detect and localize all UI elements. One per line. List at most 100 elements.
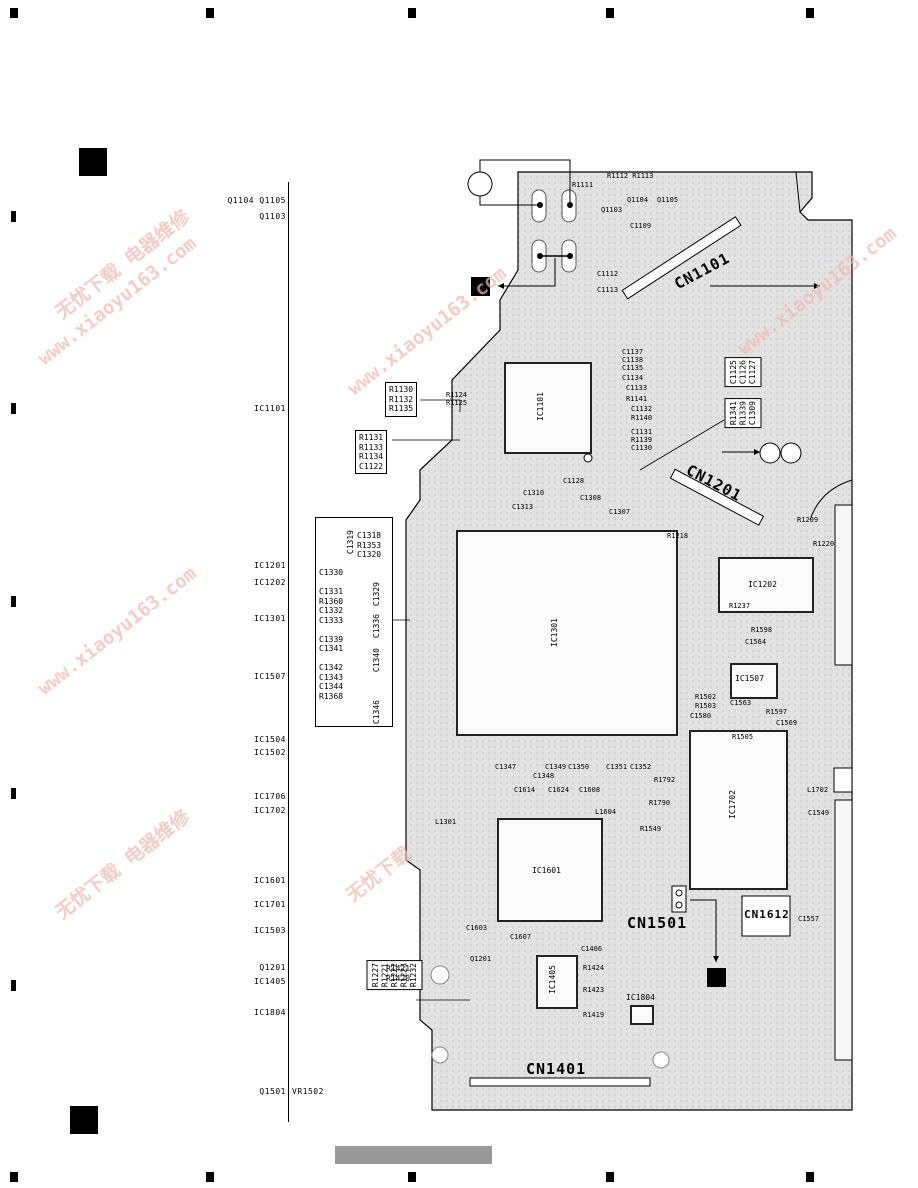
ref-marker-square	[707, 968, 726, 987]
side-label-ic1701: IC1701	[254, 900, 286, 909]
ic1301-vertical-label: C1329	[372, 582, 381, 607]
ic1301-vertical-label: C1346	[372, 700, 381, 725]
cn1612-label: CN1612	[744, 908, 790, 921]
part-label: C1406	[581, 945, 603, 953]
part-label: R1237	[729, 602, 751, 610]
ic1405-chip	[536, 955, 578, 1009]
part-label: L1301	[435, 818, 457, 826]
ic1301-vertical-label: C1336	[372, 614, 381, 639]
part-label: R1139	[631, 436, 653, 444]
part-label: L1604	[595, 808, 617, 816]
ic1601-chip	[497, 818, 603, 922]
part-label: C1310	[523, 489, 545, 497]
part-label: R1419	[583, 1011, 605, 1019]
side-label-ic1702: IC1702	[254, 806, 286, 815]
part-label: C1348	[533, 772, 555, 780]
side-label-q1103: Q1103	[259, 212, 286, 221]
part-label: C1313	[512, 503, 534, 511]
part-label: C1580	[690, 712, 712, 720]
part-label: R1505	[732, 733, 754, 741]
part-label: R1141	[626, 395, 648, 403]
ic1101-label: IC1101	[535, 392, 545, 421]
ic1601-label: IC1601	[532, 866, 561, 875]
part-label: C1307	[609, 508, 631, 516]
part-label: Q1201	[470, 955, 492, 963]
side-tick	[11, 211, 16, 222]
part-label: C1135	[622, 364, 644, 372]
part-label: C1130	[631, 444, 653, 452]
part-label: C1132	[631, 405, 653, 413]
side-label-ic1601: IC1601	[254, 876, 286, 885]
r1341-group-box: R1341 R1339 C1309	[725, 398, 762, 429]
side-label-ic1301: IC1301	[254, 614, 286, 623]
part-label: C1351	[606, 763, 628, 771]
part-label: R1790	[649, 799, 671, 807]
corner-block	[79, 148, 107, 176]
side-label-ic1503: IC1503	[254, 926, 286, 935]
part-label: R1220	[813, 540, 835, 548]
part-label: C1131	[631, 428, 653, 436]
ic1702-chip	[689, 730, 788, 890]
registration-mark	[806, 8, 814, 18]
part-label: C1549	[808, 809, 830, 817]
part-label: R1792	[654, 776, 676, 784]
part-label: R1424	[583, 964, 605, 972]
part-label: Q1103	[601, 206, 623, 214]
ic1405-label: IC1405	[547, 965, 557, 994]
ic1507-chip	[730, 663, 778, 699]
r1131-group-box: R1131 R1133 R1134 C1122	[355, 430, 388, 474]
part-label: R1111	[572, 181, 594, 189]
side-label-ic1405: IC1405	[254, 977, 286, 986]
part-label: C1308	[580, 494, 602, 502]
part-label: R1598	[751, 626, 773, 634]
part-label: C1350	[568, 763, 590, 771]
side-label-ic1101: IC1101	[254, 404, 286, 413]
ic1301-parts-box	[315, 517, 393, 727]
r1421-group-box: R1421 R1420	[386, 964, 411, 983]
part-label: C1569	[776, 719, 798, 727]
ic1101-chip	[504, 362, 592, 454]
corner-block	[70, 1106, 98, 1134]
ic1804-chip	[630, 1005, 654, 1025]
registration-mark	[806, 1172, 814, 1182]
part-label: C1133	[626, 384, 648, 392]
part-label: R1503	[695, 702, 717, 710]
side-tick	[11, 788, 16, 799]
side-tick	[11, 980, 16, 991]
ref-marker-square	[471, 277, 490, 296]
registration-mark	[606, 8, 614, 18]
side-label-q1201: Q1201	[259, 963, 286, 972]
registration-mark	[206, 1172, 214, 1182]
part-label: C1564	[745, 638, 767, 646]
part-label: C1614	[514, 786, 536, 794]
side-tick	[11, 596, 16, 607]
part-label: C1113	[597, 286, 619, 294]
side-label-ic1507: IC1507	[254, 672, 286, 681]
part-label: R1502	[695, 693, 717, 701]
side-label-q1501: Q1501	[259, 1087, 286, 1096]
c1125-group-box: C1125 C1126 C1127	[725, 357, 762, 388]
ic1301-parts-col1: C1330 C1331 R1360 C1332 C1333 C1339 C134…	[319, 568, 344, 701]
part-label: R1112 R1113	[607, 172, 654, 180]
registration-mark	[606, 1172, 614, 1182]
ic1804-label: IC1804	[626, 993, 655, 1002]
registration-mark	[408, 1172, 416, 1182]
r1130-group-box: R1130 R1132 R1135	[385, 382, 418, 417]
part-label: R1423	[583, 986, 605, 994]
cn1501-label: CN1501	[627, 914, 688, 932]
ic1301-parts-col2: C1318 R1353 C1320	[357, 531, 382, 559]
part-label: C1137	[622, 348, 644, 356]
registration-mark	[10, 1172, 18, 1182]
ic1301-vertical-label: C1319	[346, 530, 355, 555]
part-label: C1347	[495, 763, 517, 771]
ic1202-chip	[718, 557, 814, 613]
registration-mark	[408, 8, 416, 18]
registration-mark	[10, 8, 18, 18]
part-label: Q1105	[657, 196, 679, 204]
side-label-ic1202: IC1202	[254, 578, 286, 587]
ic1301-chip	[456, 530, 678, 736]
ic1702-label: IC1702	[727, 790, 737, 819]
left-divider	[288, 182, 289, 1122]
part-label: C1603	[466, 924, 488, 932]
ic1507-label: IC1507	[735, 674, 764, 683]
